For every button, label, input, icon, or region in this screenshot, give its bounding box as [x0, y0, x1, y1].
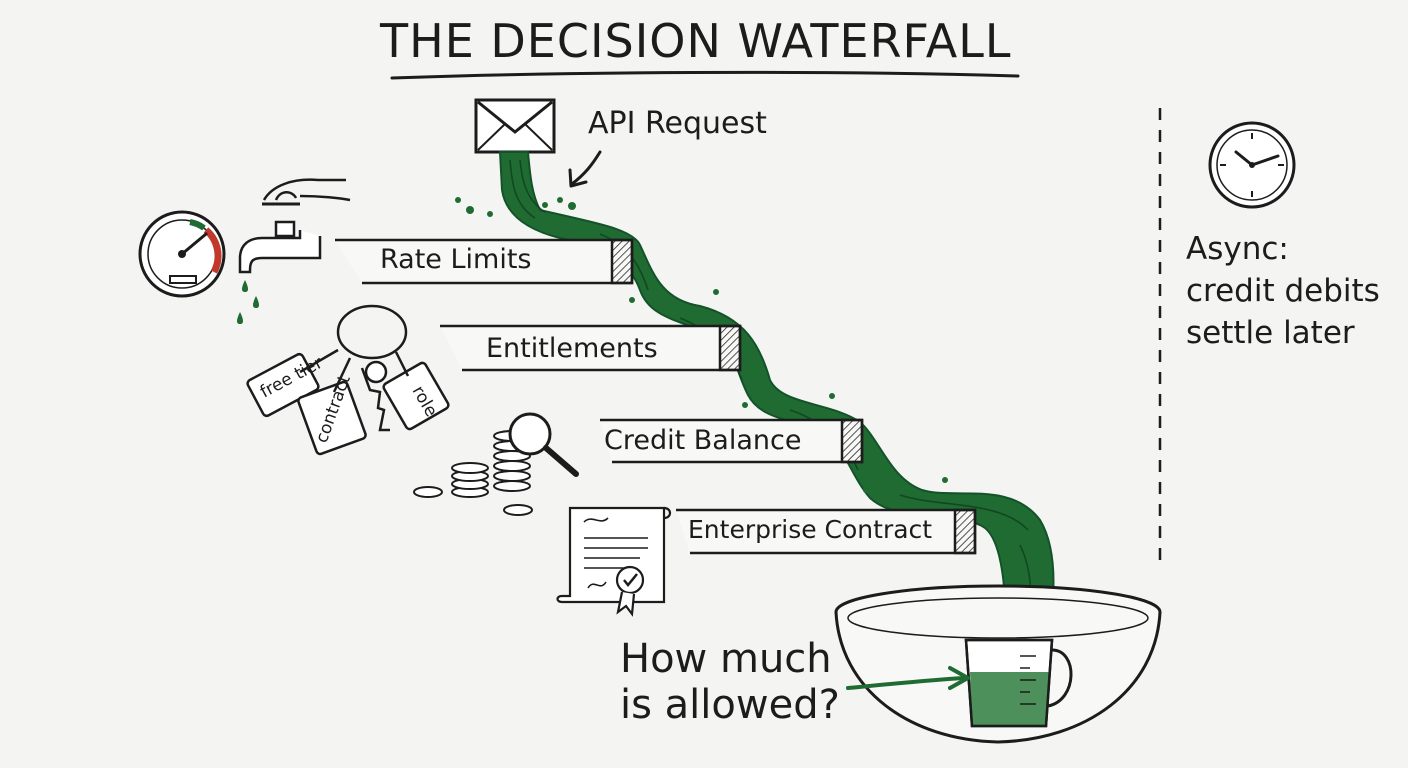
- step-credit-balance: Credit Balance: [604, 425, 802, 456]
- faucet-icon: [238, 178, 351, 274]
- step-entitlements: Entitlements: [486, 333, 658, 364]
- api-request-label: API Request: [588, 106, 767, 141]
- measuring-cup-icon: [964, 638, 1073, 728]
- async-note-line3: settle later: [1186, 315, 1355, 351]
- diagram-title: THE DECISION WATERFALL: [380, 14, 1012, 68]
- keyring-icon: [246, 304, 450, 456]
- question-line2: is allowed?: [620, 682, 840, 728]
- water-drops: [237, 280, 259, 324]
- envelope-icon: [474, 98, 556, 154]
- step-ledges: [335, 238, 977, 555]
- step-enterprise-contract: Enterprise Contract: [688, 515, 933, 544]
- result-question: How much is allowed?: [620, 636, 840, 728]
- contract-scroll-icon: [556, 506, 672, 617]
- api-arrow: [570, 150, 602, 186]
- gauge-icon: [138, 210, 226, 298]
- async-note-line2: credit debits: [1186, 273, 1380, 309]
- coins-magnifier-icon: [413, 412, 579, 516]
- question-arrow: [846, 676, 966, 690]
- clock-icon: [1208, 121, 1296, 209]
- question-line1: How much: [620, 636, 832, 682]
- async-note: Async: credit debits settle later: [1186, 228, 1396, 354]
- title-underline: [390, 70, 1020, 80]
- async-note-line1: Async:: [1186, 231, 1289, 267]
- step-rate-limits: Rate Limits: [380, 244, 532, 275]
